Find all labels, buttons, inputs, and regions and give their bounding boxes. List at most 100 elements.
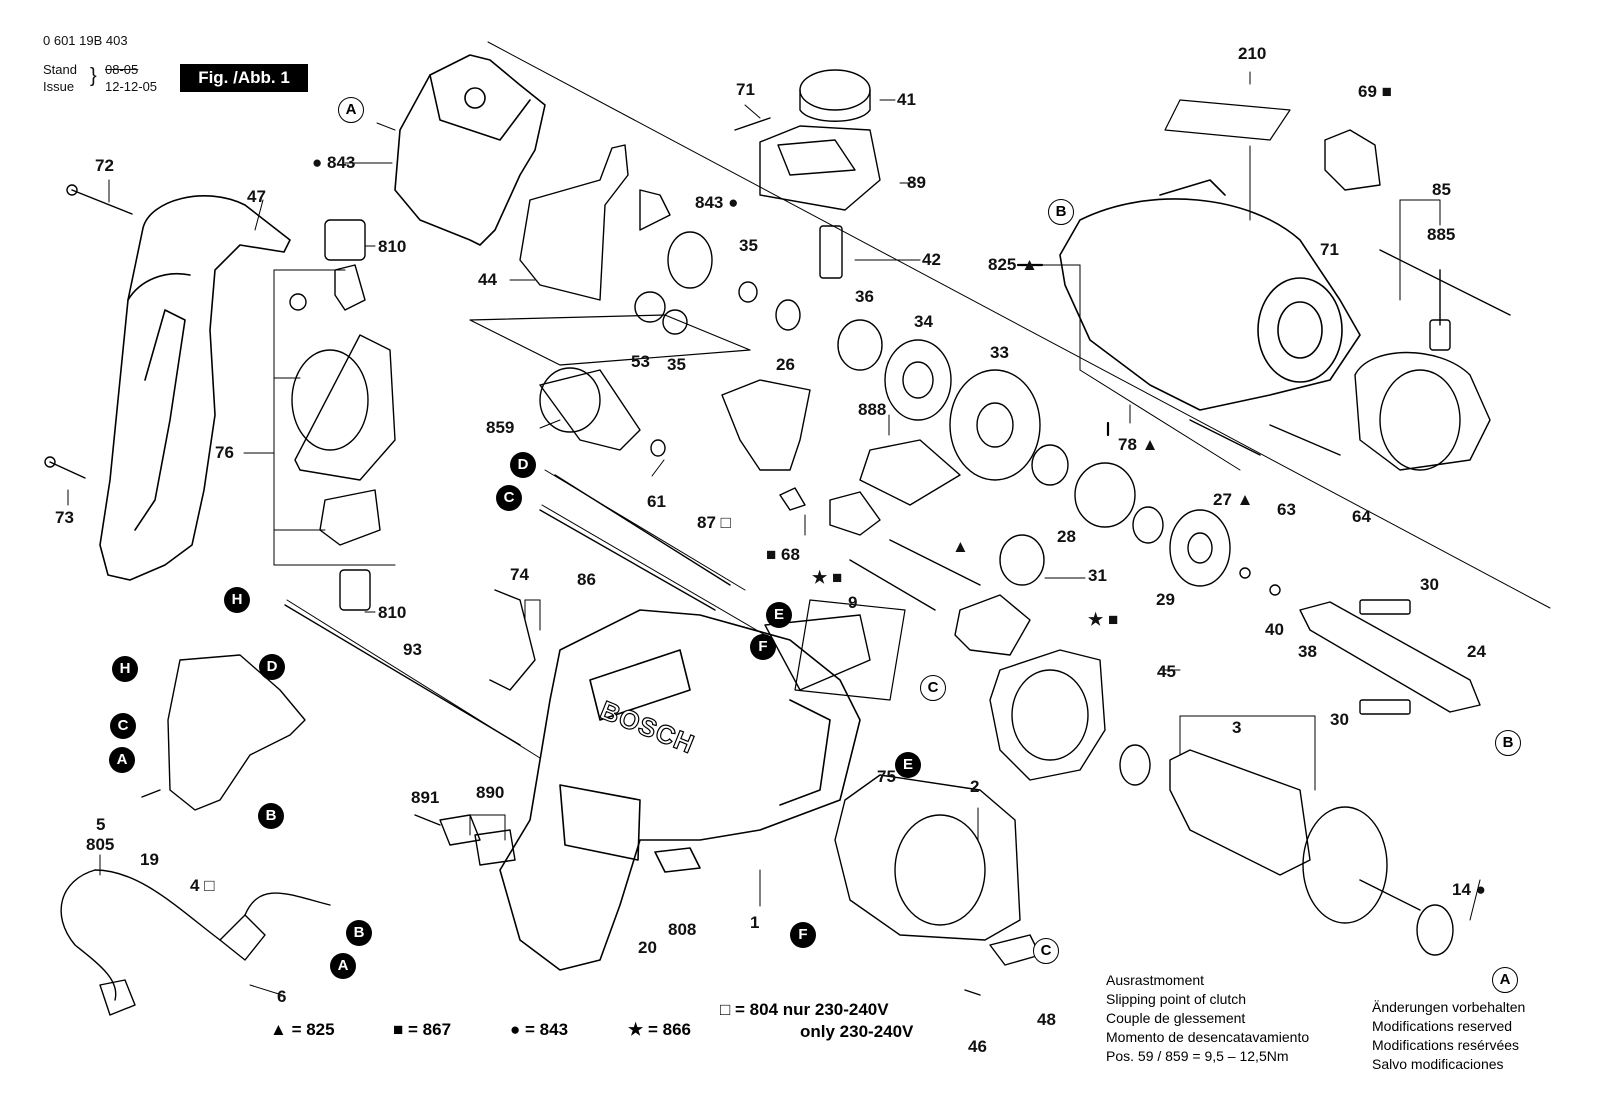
connector-D-switch: D <box>259 654 285 680</box>
armature-part <box>1119 744 1454 956</box>
part-label-73: 73 <box>55 508 74 527</box>
part-label-71-right: 71 <box>1320 240 1339 259</box>
part-label-888: 888 <box>858 400 887 419</box>
motor-carrier-housing <box>394 54 546 246</box>
part-label-53: 53 <box>631 352 650 371</box>
chuck-parts <box>1324 129 1511 471</box>
part-label-843-mid: 843 ● <box>695 193 739 212</box>
switch-selector-parts <box>734 69 881 279</box>
circle-marker: ● <box>510 1020 521 1039</box>
part-label-61: 61 <box>647 492 666 511</box>
part-label-85: 85 <box>1432 180 1451 199</box>
part-label-33: 33 <box>990 343 1009 362</box>
connector-A-switch: A <box>109 747 135 773</box>
clutch-torque-line: Pos. 59 / 859 = 9,5 – 12,5Nm <box>1106 1048 1289 1064</box>
open-square-marker: □ <box>204 876 215 895</box>
legend-star: ★ = 866 <box>628 1020 691 1039</box>
part-label-36: 36 <box>855 287 874 306</box>
gear-housing <box>1059 179 1361 411</box>
square-marker: ■ <box>393 1020 404 1039</box>
connector-B-cable: B <box>346 920 372 946</box>
part-label-890: 890 <box>476 783 505 802</box>
spindle-parts <box>1239 567 1481 715</box>
modifications-line: Modifications reserved <box>1372 1018 1513 1034</box>
part-label-41: 41 <box>897 90 916 109</box>
part-label-859: 859 <box>486 418 515 437</box>
clutch-note-line: Slipping point of clutch <box>1106 991 1247 1007</box>
modifications-line: Salvo modificaciones <box>1372 1056 1504 1072</box>
part-label-810-bottom: 810 <box>378 603 407 622</box>
connector-H-cable: H <box>224 587 250 613</box>
star-marker: ★ <box>628 1020 644 1039</box>
connector-E-field: E <box>895 752 921 778</box>
connector-C-baffle: C <box>920 675 946 701</box>
part-label-29: 29 <box>1156 590 1175 609</box>
part-label-69: 69 ■ <box>1358 82 1392 101</box>
figure-badge: Fig. /Abb. 1 <box>180 64 308 92</box>
part-label-78: 78 ▲ <box>1118 435 1159 454</box>
triangle-marker: ▲ <box>270 1020 287 1039</box>
square-marker: ■ <box>1107 610 1119 629</box>
fan-baffle-part <box>989 649 1106 781</box>
shift-mechanism-parts <box>721 379 1031 656</box>
part-label-843-left: ● 843 <box>312 153 356 172</box>
part-label-14: 14 ● <box>1452 880 1486 899</box>
part-number-header: 0 601 19B 403 <box>43 33 128 48</box>
legend-triangle: ▲ = 825 <box>270 1020 335 1039</box>
connector-B-gear-housing: B <box>1048 199 1074 225</box>
part-label-3: 3 <box>1232 718 1242 737</box>
cover-shell-part <box>519 144 671 301</box>
connector-A-cable: A <box>330 953 356 979</box>
open-square-marker: □ <box>720 1000 731 1019</box>
triangle-marker: ▲ <box>1236 490 1254 509</box>
connector-C-field: C <box>1033 938 1059 964</box>
part-label-76: 76 <box>215 443 234 462</box>
part-label-31: 31 <box>1088 566 1107 585</box>
part-label-35-lower: 35 <box>667 355 686 374</box>
part-label-40: 40 <box>1265 620 1284 639</box>
gear-train-parts <box>539 231 1231 587</box>
part-label-44: 44 <box>478 270 497 289</box>
label-sheets <box>469 99 1291 701</box>
part-label-30-bottom: 30 <box>1330 710 1349 729</box>
switch-and-brush-parts <box>167 219 396 811</box>
part-label-5: 5 <box>96 815 106 834</box>
legend-circle: ● = 843 <box>510 1020 569 1039</box>
part-label-891: 891 <box>411 788 440 807</box>
part-label-6: 6 <box>277 987 287 1006</box>
clutch-note-line: Couple de glessement <box>1106 1010 1246 1026</box>
part-label-825: 825 ▲ <box>988 255 1038 274</box>
part-label-28: 28 <box>1057 527 1076 546</box>
part-label-810-top: 810 <box>378 237 407 256</box>
handle-part <box>99 195 291 581</box>
part-label-2: 2 <box>970 777 980 796</box>
brace-glyph: } <box>90 65 97 87</box>
motor-housing <box>499 609 861 971</box>
part-label-38: 38 <box>1298 642 1317 661</box>
connector-C-switch: C <box>110 713 136 739</box>
modifications-line: Modifications resérvées <box>1372 1037 1520 1053</box>
circle-marker: ● <box>728 193 739 212</box>
circle-marker: ● <box>1475 880 1486 899</box>
part-label-86: 86 <box>577 570 596 589</box>
connector-H-switch: H <box>112 656 138 682</box>
part-label-210: 210 <box>1238 44 1267 63</box>
part-label-885: 885 <box>1427 225 1456 244</box>
cable-and-wire-parts <box>60 474 731 1016</box>
part-label-9: 9 <box>848 593 858 612</box>
part-label-34: 34 <box>914 312 933 331</box>
stand-date: 08-05 <box>105 62 139 77</box>
part-label-45: 45 <box>1157 662 1176 681</box>
connector-A-housing: A <box>338 97 364 123</box>
legend-square: ■ = 867 <box>393 1020 452 1039</box>
part-label-74: 74 <box>510 565 529 584</box>
circle-marker: ● <box>312 153 323 172</box>
connector-C-wire: C <box>496 485 522 511</box>
star-marker: ★ <box>812 568 828 587</box>
square-marker: ■ <box>766 545 777 564</box>
part-label-63: 63 <box>1277 500 1296 519</box>
part-label-89: 89 <box>907 173 926 192</box>
part-label-27: 27 ▲ <box>1213 490 1254 509</box>
